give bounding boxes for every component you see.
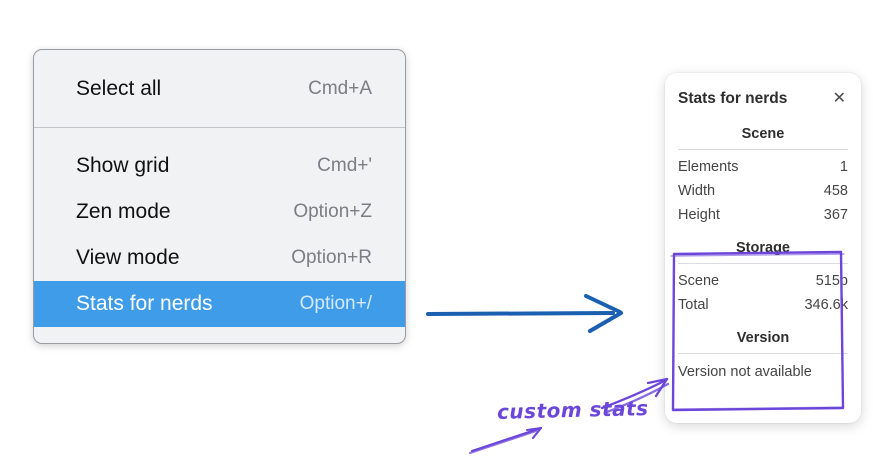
storage-section: Storage Scene 515b Total 346.6k xyxy=(678,227,848,317)
menu-item-view-mode[interactable]: View mode Option+R xyxy=(34,235,405,281)
storage-section-heading: Storage xyxy=(736,240,790,256)
close-icon[interactable]: ✕ xyxy=(832,90,846,107)
stat-label: Width xyxy=(678,183,716,199)
stats-panel-title: Stats for nerds xyxy=(678,90,788,107)
menu-item-show-grid[interactable]: Show grid Cmd+' xyxy=(34,143,405,189)
menu-item-label: Show grid xyxy=(76,154,170,177)
stats-panel: Stats for nerds ✕ Scene Elements 1 Width… xyxy=(665,73,861,423)
stat-row-total-storage: Total 346.6k xyxy=(678,293,848,317)
menu-item-shortcut: Option+/ xyxy=(299,293,372,314)
stat-label: Total xyxy=(678,297,709,313)
stat-value: 346.6k xyxy=(804,297,848,313)
scene-section-heading: Scene xyxy=(741,126,785,142)
version-section-heading: Version xyxy=(736,330,790,346)
menu-divider xyxy=(34,127,405,128)
stat-value: 458 xyxy=(823,183,848,199)
stat-row-scene-storage: Scene 515b xyxy=(678,269,848,293)
menu-item-shortcut: Option+Z xyxy=(293,201,372,222)
menu-item-label: Zen mode xyxy=(76,200,171,223)
stat-row-width: Width 458 xyxy=(678,179,848,203)
menu-item-label: Select all xyxy=(76,77,162,100)
stat-value: 367 xyxy=(823,207,848,223)
menu-item-shortcut: Option+R xyxy=(291,247,372,268)
menu-item-stats-for-nerds[interactable]: Stats for nerds Option+/ xyxy=(34,281,405,327)
menu-item-label: Stats for nerds xyxy=(76,292,213,315)
menu-item-select-all[interactable]: Select all Cmd+A xyxy=(34,66,405,112)
scene-section: Scene Elements 1 Width 458 Height 367 xyxy=(678,113,848,227)
stat-label: Elements xyxy=(678,159,739,175)
section-divider xyxy=(678,263,848,264)
stat-row-height: Height 367 xyxy=(678,203,848,227)
stat-label: Height xyxy=(678,207,720,223)
version-status: Version not available xyxy=(678,364,812,380)
version-section: Version Version not available xyxy=(678,317,848,382)
section-divider xyxy=(678,353,848,354)
arrow-right-icon xyxy=(426,294,623,333)
stat-label: Scene xyxy=(678,273,720,289)
context-menu: Select all Cmd+A Show grid Cmd+' Zen mod… xyxy=(33,49,406,344)
stat-value: 515b xyxy=(815,273,848,289)
custom-stats-annotation: custom stats xyxy=(496,396,649,424)
section-divider xyxy=(678,149,848,150)
stat-value: 1 xyxy=(839,159,848,175)
menu-item-zen-mode[interactable]: Zen mode Option+Z xyxy=(34,189,405,235)
annotation-arrow-lower-left xyxy=(468,426,543,455)
menu-item-label: View mode xyxy=(76,246,180,269)
menu-item-shortcut: Cmd+' xyxy=(317,155,372,176)
stat-row-elements: Elements 1 xyxy=(678,155,848,179)
menu-item-shortcut: Cmd+A xyxy=(308,78,372,99)
stats-panel-header: Stats for nerds ✕ xyxy=(678,89,848,109)
